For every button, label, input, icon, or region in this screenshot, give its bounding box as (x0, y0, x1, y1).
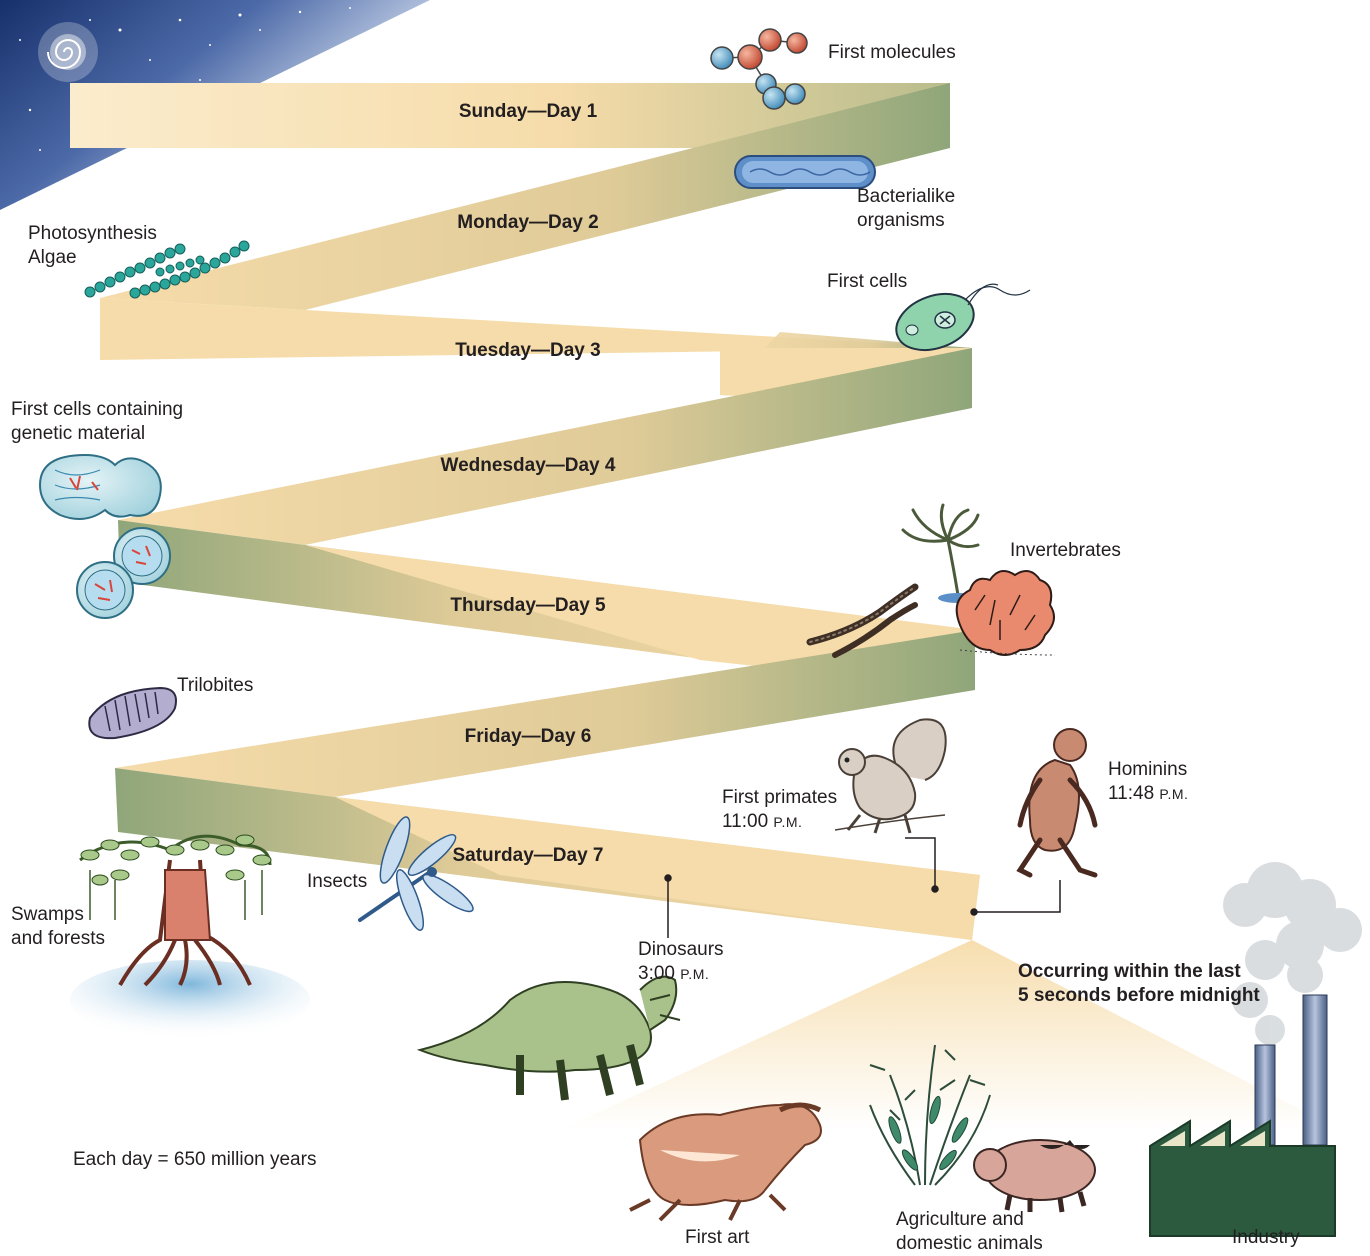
scale-note: Each day = 650 million years (73, 1148, 316, 1172)
day-label-3: Tuesday—Day 3 (455, 340, 600, 362)
mangrove-icon (70, 835, 310, 1040)
band-day-4 (118, 348, 972, 545)
bacterium-icon (735, 156, 875, 188)
day-label-2: Monday—Day 2 (457, 212, 598, 234)
label-insects: Insects (307, 870, 367, 894)
coral-icon (957, 571, 1055, 655)
label-hominins: Hominins 11:48 P.M. (1108, 758, 1188, 806)
day-label-7: Saturday—Day 7 (452, 845, 603, 867)
label-first-molecules: First molecules (828, 41, 956, 65)
label-industry: Industry (1232, 1226, 1300, 1250)
triceratops-icon (420, 977, 680, 1100)
dividing-cell-icon (40, 455, 170, 618)
day-label-4: Wednesday—Day 4 (441, 455, 616, 477)
pig-icon (974, 1140, 1095, 1212)
hominins-leader (974, 880, 1060, 912)
galaxy-icon (38, 22, 98, 82)
label-dinosaurs: Dinosaurs 3:00 P.M. (638, 938, 724, 986)
day-label-1: Sunday—Day 1 (459, 101, 597, 123)
label-trilobites: Trilobites (177, 674, 253, 698)
label-first-primates: First primates 11:00 P.M. (722, 786, 837, 834)
trilobite-icon (89, 688, 176, 738)
day-label-6: Friday—Day 6 (465, 726, 592, 748)
label-first-art: First art (685, 1226, 749, 1250)
day-label-5: Thursday—Day 5 (450, 595, 605, 617)
hominin-icon (1020, 729, 1095, 875)
label-invertebrates: Invertebrates (1010, 539, 1121, 563)
label-first-cells: First cells (827, 270, 907, 294)
lemur-icon (835, 719, 946, 833)
